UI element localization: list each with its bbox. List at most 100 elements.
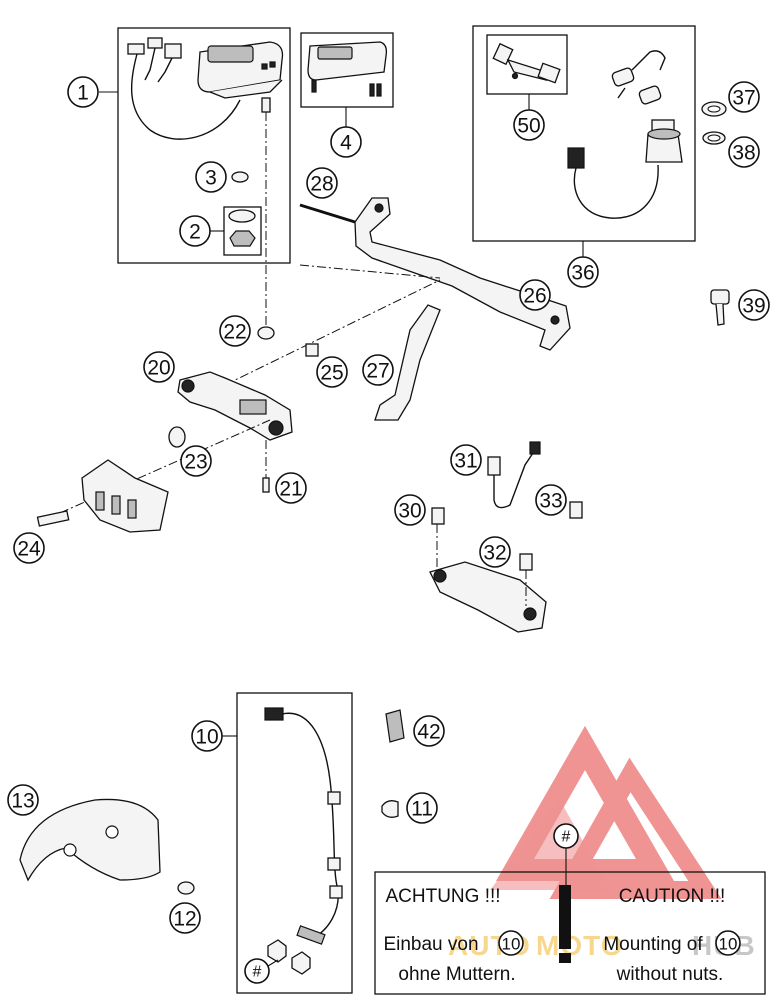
callout-1-label: 1 xyxy=(77,82,89,105)
callout-26-label: 26 xyxy=(523,285,546,308)
sensor-nut-1 xyxy=(267,939,287,963)
callout-25-label: 25 xyxy=(320,362,343,385)
ignition-kit-box xyxy=(472,25,696,242)
callout-31-label: 31 xyxy=(454,450,477,473)
caution-german-ref: 10 xyxy=(502,935,521,954)
hash-marker-sensor: # xyxy=(244,958,279,984)
group-part-4 xyxy=(300,32,394,108)
part-12-nut xyxy=(177,881,195,895)
callout-23 xyxy=(180,445,212,477)
callout-20 xyxy=(143,351,175,383)
caution-note-box xyxy=(374,871,766,995)
watermark-logo-triangles xyxy=(490,725,722,899)
callout-3-label: 3 xyxy=(205,167,217,190)
caution-german-line1: Einbau von xyxy=(383,934,478,955)
part-31-sensor xyxy=(487,456,501,476)
caution-german-line2: ohne Muttern. xyxy=(398,964,515,985)
callout-50-label: 50 xyxy=(517,115,540,138)
callout-28-label: 28 xyxy=(310,173,333,196)
watermark: AUTO MOTO HUB xyxy=(448,725,755,961)
callout-2-label: 2 xyxy=(189,221,201,244)
caution-exclamation-bar xyxy=(559,885,571,949)
caution-english-line2: without nuts. xyxy=(616,964,724,985)
caution-hash-symbol: # xyxy=(562,829,571,846)
caution-exclamation-dot xyxy=(559,953,571,963)
part-24-bolt xyxy=(36,510,70,527)
callout-27-label: 27 xyxy=(366,360,389,383)
part-50-box xyxy=(486,34,568,95)
callout-11-label: 11 xyxy=(411,798,433,821)
speedometer-kit-box xyxy=(117,27,291,264)
callout-39 xyxy=(738,289,770,321)
part-22-grommet xyxy=(257,326,275,340)
callout-4 xyxy=(330,126,362,158)
callout-33 xyxy=(535,484,567,516)
part-33-bolt xyxy=(569,501,583,519)
callout-42-label: 42 xyxy=(417,721,440,744)
callout-4-label: 4 xyxy=(340,132,352,155)
callout-10-label: 10 xyxy=(195,726,218,749)
caution-note: # ACHTUNG !!! CAUTION !!! Einbau von 10 … xyxy=(374,823,766,995)
callout-12-label: 12 xyxy=(173,908,196,931)
speedometer-connectors xyxy=(127,37,241,140)
bracket-assembly xyxy=(224,197,571,421)
part-32-bolt xyxy=(519,553,533,571)
bracket-27 xyxy=(374,304,441,421)
ignition-keys xyxy=(611,50,666,105)
callout-38 xyxy=(728,136,760,168)
part-21-screw xyxy=(262,477,270,493)
callout-33-label: 33 xyxy=(539,490,562,513)
callout-30 xyxy=(394,494,426,526)
part-13-disc-cover xyxy=(19,798,161,882)
callout-2 xyxy=(179,215,211,247)
callout-38-label: 38 xyxy=(732,142,755,165)
callout-13-label: 13 xyxy=(11,790,34,813)
callout-23-label: 23 xyxy=(184,451,207,474)
group-ignition xyxy=(472,25,696,242)
callout-37-label: 37 xyxy=(732,87,755,110)
bracket-26 xyxy=(354,197,571,351)
callout-11 xyxy=(406,792,438,824)
part-25-bushing xyxy=(305,343,319,357)
callout-42 xyxy=(413,715,445,747)
callout-32 xyxy=(479,536,511,568)
part-42-clip xyxy=(385,709,405,743)
callout-24 xyxy=(13,532,45,564)
part-3-cap xyxy=(231,171,249,183)
caution-title-english: CAUTION !!! xyxy=(619,886,726,907)
callout-1 xyxy=(67,76,99,108)
part-39-key xyxy=(710,289,730,326)
callout-21 xyxy=(275,472,307,504)
caution-german-ref-circle xyxy=(498,930,524,956)
callout-3 xyxy=(195,161,227,193)
callout-32-label: 32 xyxy=(483,542,506,565)
callout-28 xyxy=(306,167,338,199)
axis-line-bracket-1 xyxy=(299,264,441,279)
callout-22-label: 22 xyxy=(223,321,246,344)
callout-10 xyxy=(191,720,223,752)
part-2-holder xyxy=(229,230,256,247)
callout-25 xyxy=(316,356,348,388)
part-11-clip xyxy=(381,800,399,818)
callout-22 xyxy=(219,315,251,347)
callout-13 xyxy=(7,784,39,816)
callout-26 xyxy=(519,279,551,311)
group-clamp-32 xyxy=(429,441,583,633)
lock-cylinder xyxy=(492,42,561,84)
callout-36 xyxy=(567,256,599,288)
part-2-ring xyxy=(228,209,256,223)
callout-20-label: 20 xyxy=(147,357,170,380)
callouts: 1 3 2 4 50 37 38 28 36 26 39 xyxy=(7,76,770,934)
callout-24-label: 24 xyxy=(17,538,41,561)
callout-31 xyxy=(450,444,482,476)
caution-english-ref-circle xyxy=(715,930,741,956)
part-24-plate xyxy=(36,459,169,533)
caution-hash-circle xyxy=(553,823,579,849)
part-4-box xyxy=(300,32,394,108)
ignition-switch xyxy=(567,119,683,219)
callout-37 xyxy=(728,81,760,113)
callout-36-label: 36 xyxy=(571,262,594,285)
callout-39-label: 39 xyxy=(742,295,765,318)
hash-marker-symbol: # xyxy=(253,964,262,981)
